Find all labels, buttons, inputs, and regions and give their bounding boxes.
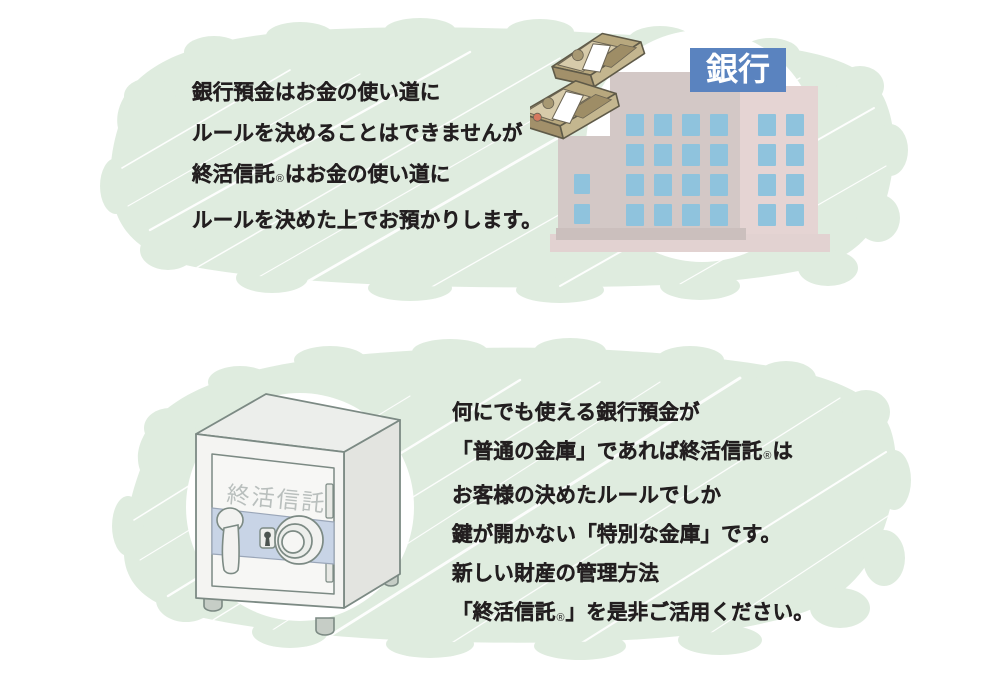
text-fragment: 」を是非ご活用ください。 xyxy=(565,601,815,625)
text-fragment: はお金の使い道に xyxy=(284,163,451,186)
bank-sign-label: 銀行 xyxy=(705,51,770,87)
text-fragment: 「終活信託 xyxy=(452,601,556,625)
text-line: 銀行預金はお金の使い道に xyxy=(192,81,441,104)
text-fragment: は xyxy=(772,440,794,463)
text-line: 何にでも使える銀行預金が xyxy=(452,401,700,424)
text-line: 新しい財産の管理方法 xyxy=(452,562,660,586)
safe-keyhole xyxy=(259,527,276,549)
text-fragment: 終活信託 xyxy=(192,163,275,186)
registered-mark: ® xyxy=(763,450,772,463)
bank-building-illustration: 銀行 xyxy=(530,28,850,268)
text-fragment: 「普通の金庫」であれば終活信託 xyxy=(452,440,763,463)
text-line: 「普通の金庫」であれば終活信託®は xyxy=(452,432,814,476)
registered-mark: ® xyxy=(275,173,284,186)
text-line: 終活信託®はお金の使い道に xyxy=(192,154,542,200)
text-line: 「終活信託®」を是非ご活用ください。 xyxy=(452,593,814,637)
text-line: お客様の決めたルールでしか xyxy=(452,484,722,508)
safe-text-block: 何にでも使える銀行預金が 「普通の金庫」であれば終活信託®は お客様の決めたルー… xyxy=(452,393,814,638)
safe-dial xyxy=(274,515,324,565)
registered-mark: ® xyxy=(556,611,565,624)
safe-hinge xyxy=(325,483,334,519)
bank-sign: 銀行 xyxy=(690,48,786,92)
building-right-wing xyxy=(738,86,818,248)
text-line: ルールを決めた上でお預かりします。 xyxy=(192,209,542,233)
bank-deposit-text-block: 銀行預金はお金の使い道に ルールを決めることはできませんが 終活信託®はお金の使… xyxy=(192,72,542,241)
building-base-main xyxy=(556,228,746,240)
text-line: ルールを決めることはできませんが xyxy=(192,122,523,145)
security-safe-illustration: 終活信託 xyxy=(168,372,438,642)
text-line: 鍵が開かない「特別な金庫」です。 xyxy=(452,523,782,547)
